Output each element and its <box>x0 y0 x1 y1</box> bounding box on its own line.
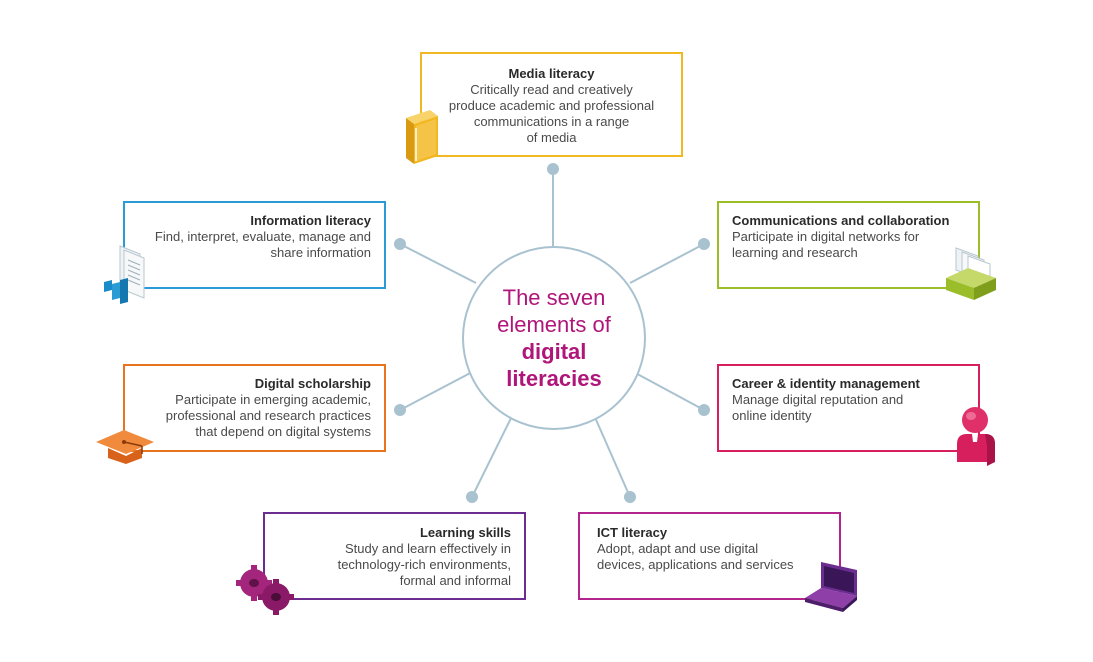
person-icon <box>957 407 995 466</box>
book-icon <box>406 110 438 164</box>
learning-skills-title: Learning skills <box>419 525 511 540</box>
career-identity-box: Career & identity management Manage digi… <box>717 364 980 452</box>
connector-ict <box>589 405 631 498</box>
information-literacy-box: Information literacy Find, interpret, ev… <box>123 201 386 289</box>
learning-skills-box: Learning skills Study and learn effectiv… <box>263 512 526 600</box>
connector-dot-scholarship <box>394 404 406 416</box>
connector-dot-career <box>698 404 710 416</box>
connector-dot-learning <box>466 491 478 503</box>
communications-desc: Participate in digital networks for lear… <box>732 229 920 260</box>
communications-box: Communications and collaboration Partici… <box>717 201 980 289</box>
center-circle: The seven elements of digital literacies <box>462 246 646 430</box>
gears-icon <box>236 565 294 615</box>
connector-scholarship <box>399 369 477 411</box>
ict-literacy-desc: Adopt, adapt and use digital devices, ap… <box>597 541 794 572</box>
card-file-icon <box>946 247 996 300</box>
connector-dot-media <box>547 163 559 175</box>
connector-learning <box>471 405 518 498</box>
connector-career <box>629 369 705 411</box>
connector-communications <box>629 243 705 284</box>
center-line-1: The seven <box>502 285 606 310</box>
center-line-2: elements of <box>497 312 611 337</box>
digital-scholarship-desc: Participate in emerging academic, profes… <box>165 392 371 439</box>
information-literacy-desc: Find, interpret, evaluate, manage and sh… <box>154 229 371 260</box>
career-identity-title: Career & identity management <box>732 376 920 391</box>
laptop-icon <box>805 562 857 612</box>
center-line-4: literacies <box>506 366 602 391</box>
connector-information <box>399 243 477 284</box>
documents-chart-icon <box>104 245 145 304</box>
digital-scholarship-box: Digital scholarship Participate in emerg… <box>123 364 386 452</box>
ict-literacy-box: ICT literacy Adopt, adapt and use digita… <box>578 512 841 600</box>
media-literacy-desc: Critically read and creatively produce a… <box>448 82 655 145</box>
learning-skills-desc: Study and learn effectively in technolog… <box>337 541 511 588</box>
center-line-3: digital <box>521 339 587 364</box>
career-identity-desc: Manage digital reputation and online ide… <box>732 392 904 423</box>
ict-literacy-title: ICT literacy <box>597 525 668 540</box>
communications-title: Communications and collaboration <box>732 213 950 228</box>
connector-dot-communications <box>698 238 710 250</box>
connector-dot-information <box>394 238 406 250</box>
media-literacy-title: Media literacy <box>508 66 595 81</box>
media-literacy-box: Media literacy Critically read and creat… <box>420 52 683 157</box>
information-literacy-title: Information literacy <box>250 213 371 228</box>
digital-scholarship-title: Digital scholarship <box>254 376 371 391</box>
mortarboard-icon <box>96 430 154 464</box>
connector-dot-ict <box>624 491 636 503</box>
